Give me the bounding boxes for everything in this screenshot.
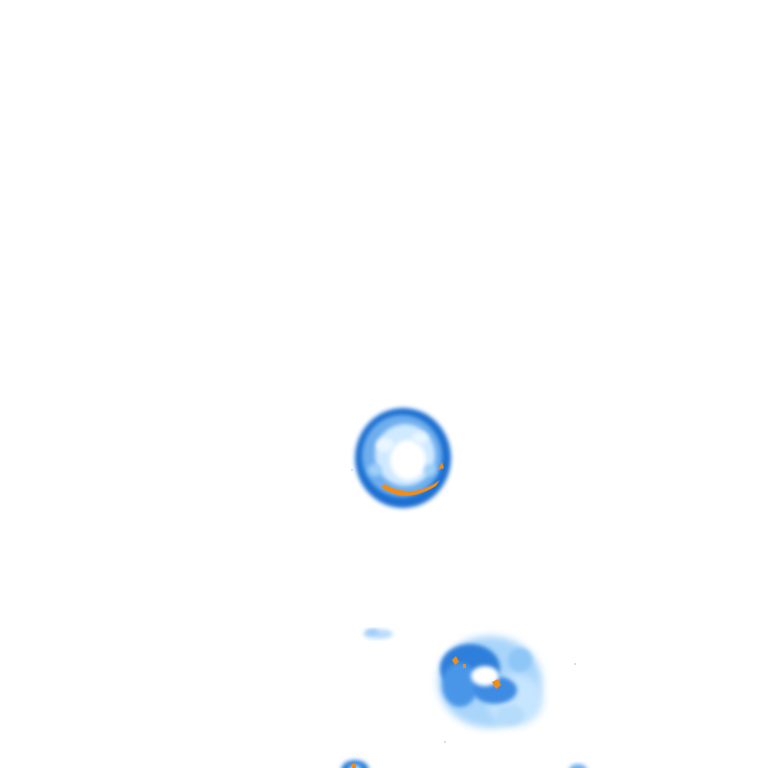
edge-cell-right xyxy=(569,764,587,768)
orange-rim-marker xyxy=(381,480,440,496)
orange-spot xyxy=(452,656,459,665)
round-cell xyxy=(355,408,451,508)
faint-blob xyxy=(363,629,393,639)
irregular-cell xyxy=(438,636,543,728)
edge-cell-left xyxy=(341,760,369,768)
